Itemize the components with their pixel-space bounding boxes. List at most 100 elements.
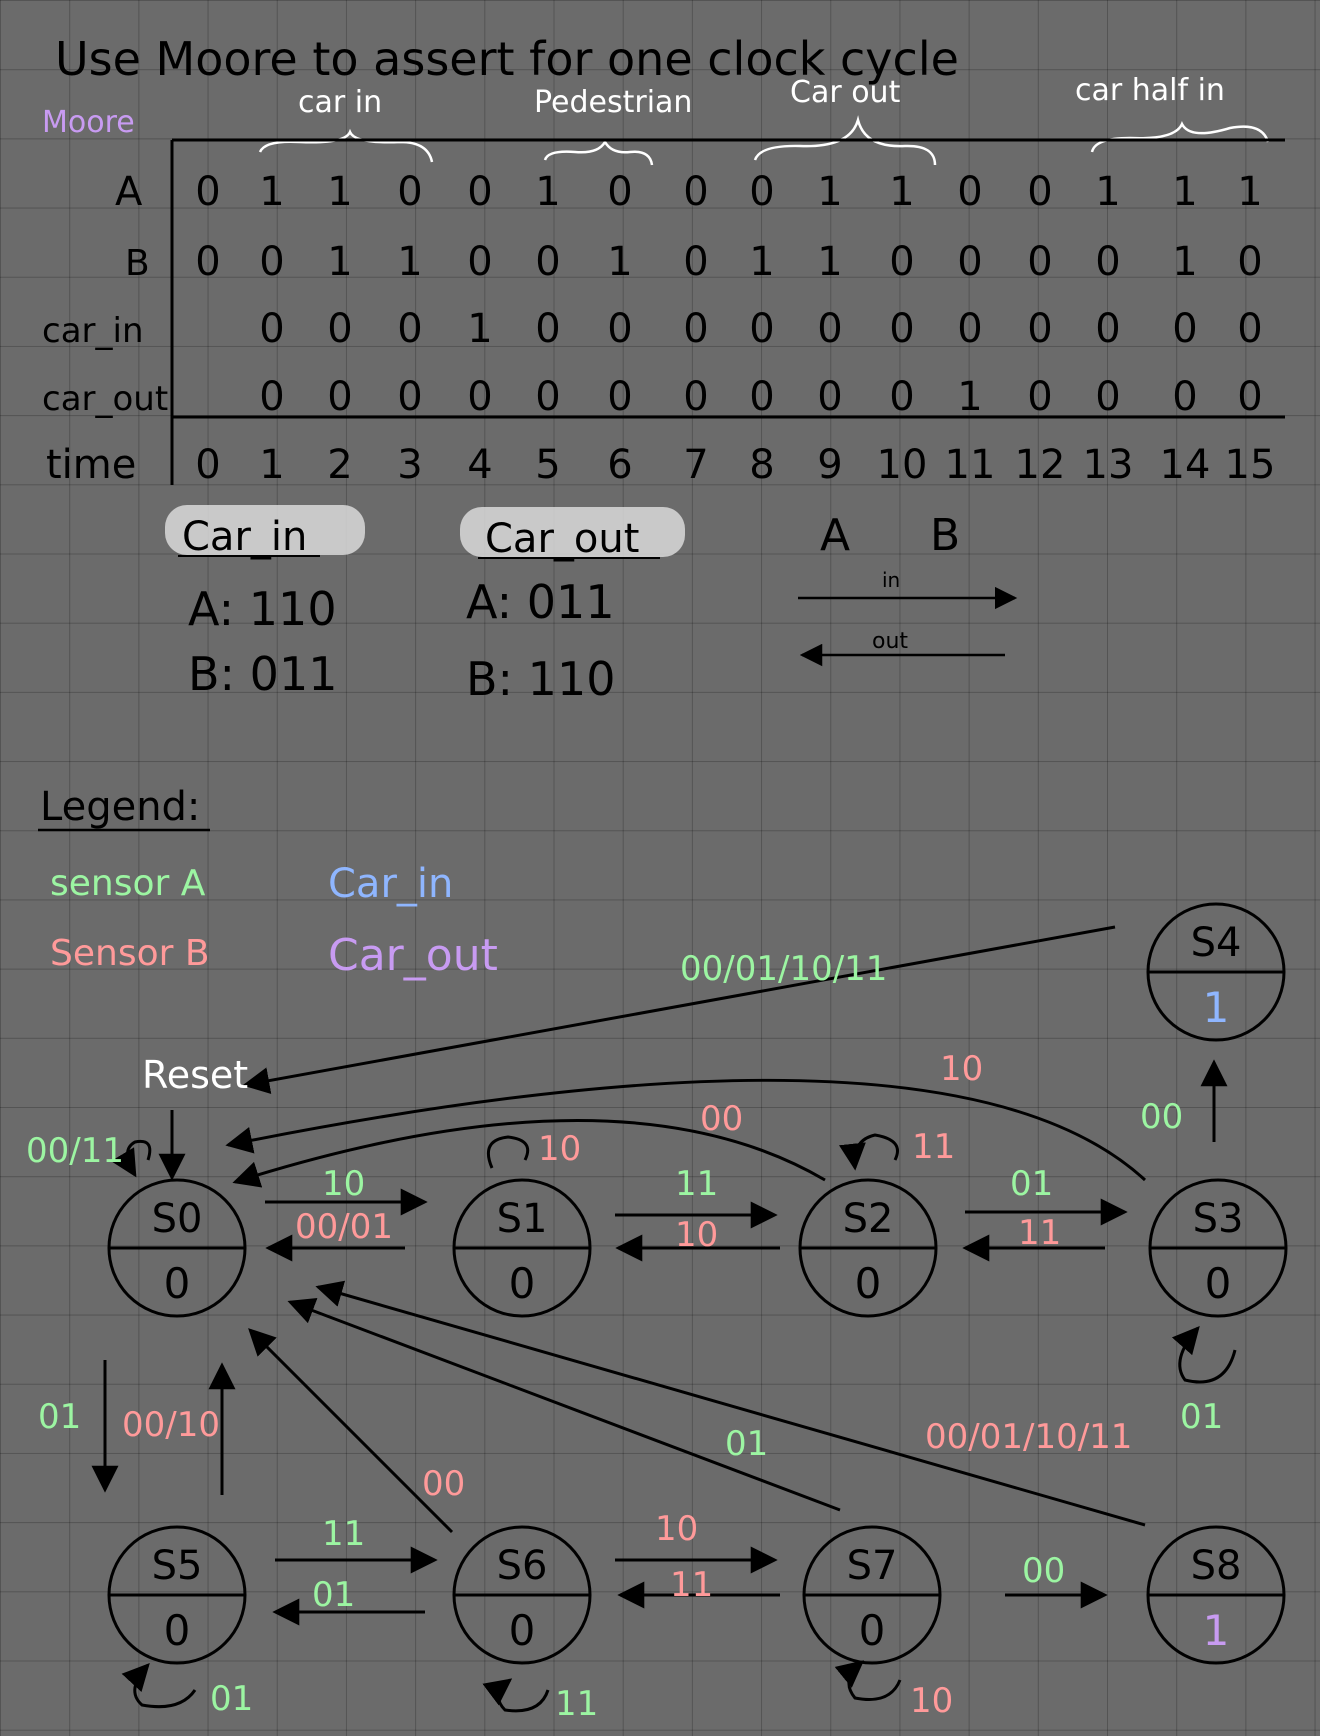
group-pedestrian: Pedestrian [534, 85, 692, 166]
edge-s3-s0 [225, 1078, 1147, 1182]
table-cell: 1 [327, 169, 352, 215]
highlight [165, 505, 365, 555]
transition-label: 10 [910, 1681, 953, 1721]
loop-s6 [482, 1678, 550, 1713]
highlight [460, 507, 685, 557]
row-label: car_out [42, 379, 168, 419]
edge-s7-s0 [287, 1297, 841, 1512]
table-cell: 0 [259, 239, 284, 285]
legend-item-car-in: Car_in [328, 861, 453, 907]
sequence-title: Car_in [182, 514, 307, 560]
legend-item-sensor-b: Sensor B [50, 933, 210, 974]
time-cell: 11 [945, 442, 996, 488]
group-brace [1090, 121, 1270, 153]
in-label: in [882, 568, 900, 592]
page-title: Use Moore to assert for one clock cycle [55, 32, 959, 86]
transition-label: 11 [670, 1565, 713, 1605]
table-cell: 0 [1095, 374, 1120, 420]
table-cell: 1 [259, 169, 284, 215]
state-output: 0 [1205, 1259, 1232, 1308]
state-s4: S41 [1146, 902, 1286, 1042]
row-label: time [46, 442, 136, 488]
table-cell: 1 [1095, 169, 1120, 215]
table-cell: 1 [607, 239, 632, 285]
loop-s1 [487, 1135, 530, 1169]
table-cell: 0 [817, 306, 842, 352]
state-output: 0 [164, 1259, 191, 1308]
table-cell: 1 [535, 169, 560, 215]
state-s5: S50 [107, 1525, 247, 1665]
time-cell: 2 [327, 442, 352, 488]
state-name: S0 [152, 1196, 203, 1242]
transition-label: 11 [675, 1164, 718, 1204]
time-cell: 0 [195, 442, 220, 488]
table-cell: 0 [195, 169, 220, 215]
transition-label: 01 [38, 1397, 81, 1437]
loop-s7 [834, 1660, 902, 1701]
time-cell: 15 [1225, 442, 1276, 488]
transition-label: 11 [912, 1127, 955, 1167]
table-cell: 0 [1095, 239, 1120, 285]
table-cell: 0 [683, 239, 708, 285]
table-cell: 0 [607, 306, 632, 352]
transition-label: 01 [312, 1575, 355, 1615]
transition-label: 10 [538, 1129, 581, 1169]
table-cell: 1 [817, 169, 842, 215]
table-cell: 0 [467, 169, 492, 215]
table-cell: 0 [683, 374, 708, 420]
table-cell: 0 [1095, 306, 1120, 352]
state-name: S4 [1191, 920, 1242, 966]
transition-label: 10 [322, 1164, 365, 1204]
transition-label: 00/10 [122, 1405, 220, 1445]
transition-label: 10 [655, 1509, 698, 1549]
table-cell: 1 [1172, 239, 1197, 285]
time-cell: 9 [817, 442, 842, 488]
transition-label: 11 [555, 1684, 598, 1724]
table-cell: 0 [259, 374, 284, 420]
time-cell: 13 [1083, 442, 1134, 488]
transition-label: 11 [322, 1514, 365, 1554]
time-cell: 14 [1160, 442, 1211, 488]
legend: Legend: sensor A Sensor B Car_in Car_out [38, 784, 498, 981]
table-cell: 0 [535, 239, 560, 285]
table-cell: 0 [327, 374, 352, 420]
table-cell: 0 [889, 239, 914, 285]
state-output: 1 [1203, 983, 1230, 1032]
table-cell: 0 [749, 374, 774, 420]
table-cell: 0 [817, 374, 842, 420]
state-name: S6 [497, 1543, 548, 1589]
transition-label: 10 [940, 1049, 983, 1089]
legend-title: Legend: [40, 784, 200, 830]
table-cell: 0 [1172, 306, 1197, 352]
state-s2: S20 [798, 1178, 938, 1318]
group-brace [753, 115, 937, 166]
sequence-a: A: 110 [188, 582, 337, 636]
reset-label: Reset [142, 1053, 248, 1097]
transition-label: 01 [725, 1424, 768, 1464]
row-label: A [115, 169, 143, 215]
state-s0: S00 [107, 1178, 247, 1318]
table-cell: 0 [1237, 306, 1262, 352]
loop-s2 [838, 1133, 899, 1171]
table-cell: 0 [1237, 374, 1262, 420]
sequence-title: Car_out [485, 516, 639, 562]
table-cell: 0 [1027, 169, 1052, 215]
table-cell: 1 [889, 169, 914, 215]
edge-s8-s0 [315, 1280, 1146, 1527]
table-cell: 0 [1027, 239, 1052, 285]
state-s3: S30 [1148, 1178, 1288, 1318]
group-brace [258, 128, 434, 163]
transition-label: 01 [210, 1679, 253, 1719]
state-edges [91, 925, 1237, 1713]
table-cell: 0 [1237, 239, 1262, 285]
table-cell: 0 [1172, 374, 1197, 420]
state-s8: S81 [1146, 1525, 1286, 1665]
transition-label: 00/01 [295, 1207, 393, 1247]
state-name: S5 [152, 1543, 203, 1589]
table-cell: 1 [467, 306, 492, 352]
table-cell: 0 [1027, 306, 1052, 352]
